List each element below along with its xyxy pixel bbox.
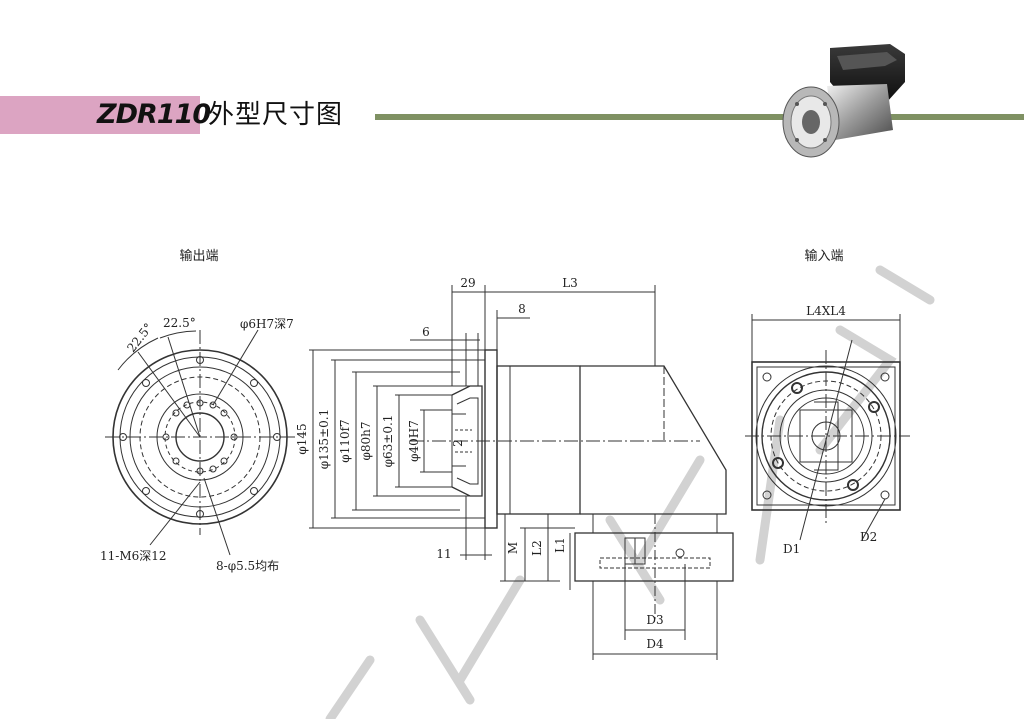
- angle-a-label: 22.5°: [124, 320, 155, 354]
- dim-d145: φ145: [295, 423, 309, 454]
- gearbox-photo: [782, 44, 905, 158]
- dim-2: 2: [451, 439, 465, 447]
- output-end-title: 输出端: [179, 248, 218, 264]
- dim-d135: φ135±0.1: [317, 409, 331, 469]
- dim-11: 11: [436, 547, 451, 561]
- dim-L2: L2: [530, 540, 544, 556]
- side-view: [309, 285, 734, 660]
- input-end-title: 输入端: [804, 248, 843, 264]
- dim-D3: D3: [646, 613, 663, 627]
- header-bar: ZDR110 外型尺寸图: [0, 0, 1024, 180]
- model-title: ZDR110: [97, 99, 211, 130]
- dim-d63: φ63±0.1: [381, 415, 395, 468]
- dim-L3: L3: [562, 276, 578, 290]
- angle-b-label: 22.5°: [163, 316, 196, 330]
- page-subtitle: 外型尺寸图: [208, 100, 344, 130]
- watermark: [325, 265, 935, 719]
- pin-hole-label: φ6H7深7: [240, 317, 294, 331]
- header-rule: [375, 114, 1024, 120]
- dim-D4: D4: [646, 637, 664, 651]
- tapped-holes-label: 11-M6深12: [100, 549, 167, 563]
- title-band: [0, 96, 200, 134]
- dim-L1: L1: [553, 537, 567, 553]
- dim-6: 6: [422, 325, 430, 339]
- dim-d80: φ80h7: [359, 421, 373, 460]
- through-holes-label: 8-φ5.5均布: [216, 559, 279, 573]
- input-end-view: [745, 314, 910, 541]
- dim-29: 29: [460, 276, 475, 290]
- dim-L4: L4XL4: [806, 304, 846, 318]
- dim-D1: D1: [783, 542, 800, 556]
- dim-d40: φ40H7: [407, 420, 421, 462]
- dim-8: 8: [518, 302, 526, 316]
- dim-d110: φ110f7: [338, 419, 352, 462]
- dim-D2: D2: [860, 530, 877, 544]
- output-end-view: [105, 329, 295, 556]
- dim-M: M: [506, 542, 520, 554]
